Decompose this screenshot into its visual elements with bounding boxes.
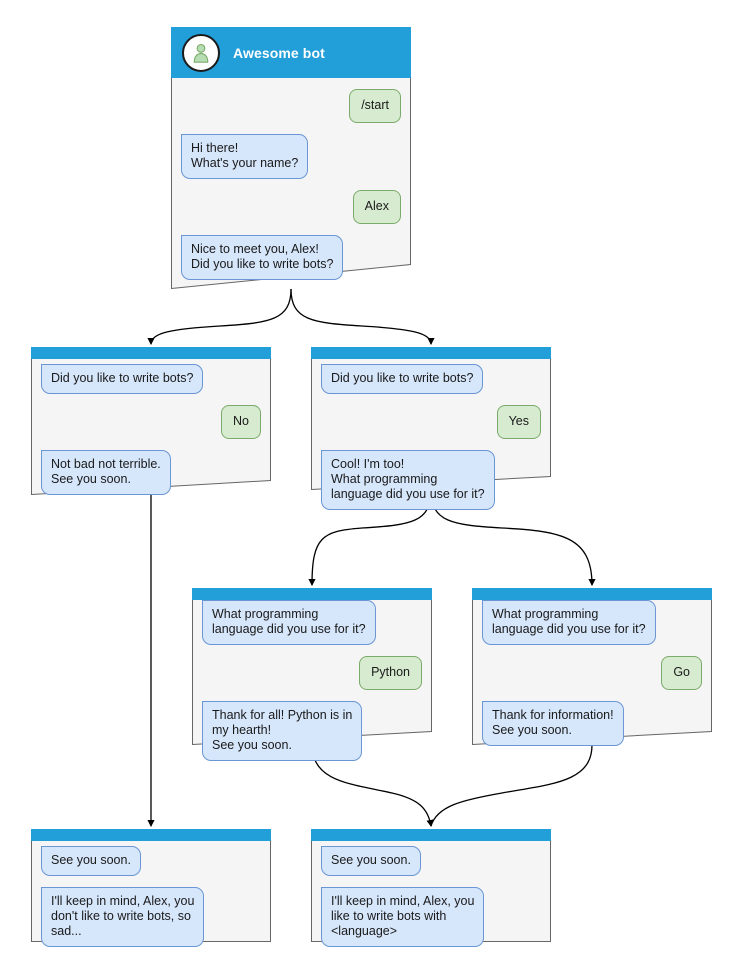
edge-go-to-end [430,744,593,827]
message-row: Not bad not terrible. See you soon. [41,450,261,495]
person-icon [193,43,209,63]
user-message-bubble: Yes [496,405,541,439]
chat-node-end-no[interactable]: See you soon. I'll keep in mind, Alex, y… [31,829,271,947]
chat-node-titlebar [472,588,712,600]
message-list: Did you like to write bots? No Not bad n… [31,364,271,506]
bot-message-bubble: Hi there! What's your name? [181,134,309,179]
message-row: Did you like to write bots? [321,364,541,394]
message-row: What programming language did you use fo… [482,600,702,645]
user-message-bubble: Go [661,656,702,690]
message-list: What programming language did you use fo… [192,600,432,772]
bot-message-bubble: Cool! I'm too! What programming language… [321,450,495,510]
bot-message-bubble: What programming language did you use fo… [202,600,376,645]
message-row: Cool! I'm too! What programming language… [321,450,541,510]
bot-message-bubble: Did you like to write bots? [321,364,484,394]
message-row: Yes [321,405,541,439]
message-row: Nice to meet you, Alex! Did you like to … [181,235,401,280]
user-message-bubble: /start [349,89,401,123]
chat-node-lang-go[interactable]: What programming language did you use fo… [472,588,712,746]
chat-node-answer-no[interactable]: Did you like to write bots? No Not bad n… [31,347,271,495]
chat-node-titlebar [311,829,551,841]
message-row: /start [181,89,401,123]
message-row: Alex [181,190,401,224]
message-row: No [41,405,261,439]
bot-message-bubble: Nice to meet you, Alex! Did you like to … [181,235,344,280]
message-list: What programming language did you use fo… [472,600,712,757]
bot-message-bubble: I'll keep in mind, Alex, you like to wri… [321,887,485,947]
message-row: I'll keep in mind, Alex, you like to wri… [321,887,541,947]
bot-message-bubble: Thank for all! Python is in my hearth! S… [202,701,363,761]
chat-node-titlebar: Awesome bot [171,27,411,78]
message-list: /start Hi there! What's your name? Alex … [171,89,411,291]
edge-start-to-no [147,288,292,346]
bot-message-bubble: Thank for information! See you soon. [482,701,624,746]
chat-node-titlebar [311,347,551,359]
message-row: Hi there! What's your name? [181,134,401,179]
bot-message-bubble: Not bad not terrible. See you soon. [41,450,171,495]
user-message-bubble: Alex [352,190,401,224]
message-list: See you soon. I'll keep in mind, Alex, y… [31,846,271,958]
bot-message-bubble: See you soon. [321,846,421,876]
bot-message-bubble: I'll keep in mind, Alex, you don't like … [41,887,205,947]
chat-node-titlebar [31,347,271,359]
avatar [182,33,220,72]
bot-message-bubble: See you soon. [41,846,141,876]
edge-start-to-yes [290,288,435,346]
message-list: See you soon. I'll keep in mind, Alex, y… [311,846,551,958]
message-row: Python [202,656,422,690]
chat-node-answer-yes[interactable]: Did you like to write bots? Yes Cool! I'… [311,347,551,510]
chat-node-lang-python[interactable]: What programming language did you use fo… [192,588,432,761]
chat-node-end-yes[interactable]: See you soon. I'll keep in mind, Alex, y… [311,829,551,947]
message-row: Did you like to write bots? [41,364,261,394]
message-list: Did you like to write bots? Yes Cool! I'… [311,364,551,521]
bot-message-bubble: Did you like to write bots? [41,364,204,394]
chat-node-titlebar [31,829,271,841]
bot-title: Awesome bot [233,44,325,61]
message-row: Go [482,656,702,690]
message-row: What programming language did you use fo… [202,600,422,645]
user-message-bubble: No [221,405,261,439]
message-row: Thank for all! Python is in my hearth! S… [202,701,422,761]
bot-message-bubble: What programming language did you use fo… [482,600,656,645]
chat-node-titlebar [192,588,432,600]
message-row: Thank for information! See you soon. [482,701,702,746]
message-row: See you soon. [321,846,541,876]
message-row: I'll keep in mind, Alex, you don't like … [41,887,261,947]
user-message-bubble: Python [359,656,422,690]
message-row: See you soon. [41,846,261,876]
chat-node-start[interactable]: Awesome bot /start Hi there! What's your… [171,27,411,289]
